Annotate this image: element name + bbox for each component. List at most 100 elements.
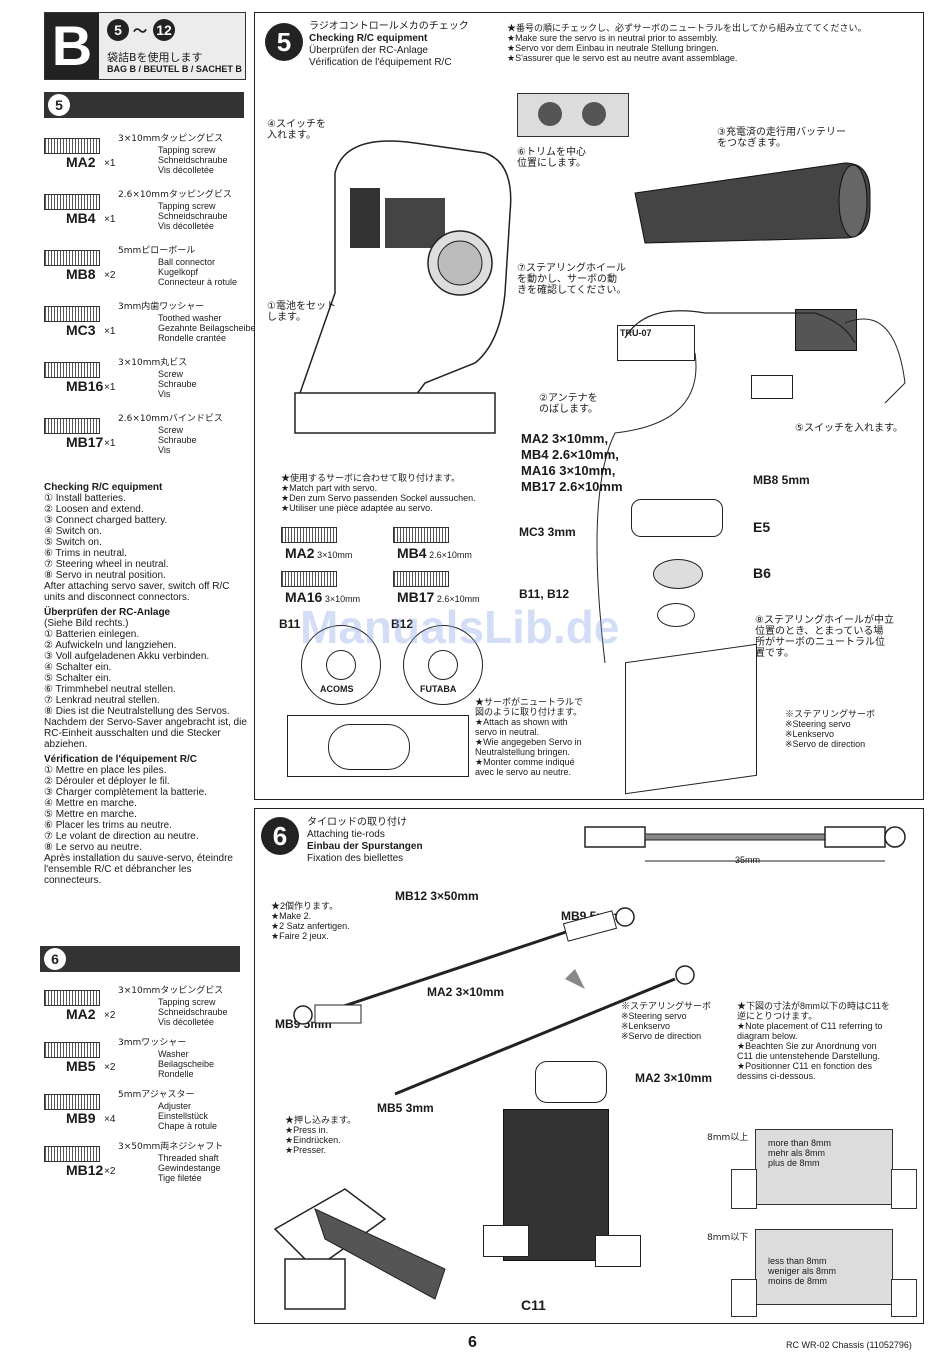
tie-rod-assembly-drawing [293, 907, 695, 1096]
screw-option-label: MB17 2.6×10mm [397, 589, 480, 607]
checklist-fr-item: ⑥ Placer les trims au neutre. [44, 820, 172, 831]
battery-pack-drawing [634, 162, 871, 244]
step5-part-icon [44, 418, 100, 434]
step6-part-fr: Vis décolletée [158, 1017, 214, 1027]
step6-part-de: Gewindestange [158, 1163, 221, 1173]
step5-part-qty: ×1 [104, 326, 116, 337]
checklist-de-item: ④ Schalter ein. [44, 662, 112, 673]
checklist-fr-title: Vérification de l'équipement R/C [44, 754, 197, 765]
callout-3: ③充電済の走行用バッテリー をつなぎます。 [717, 127, 846, 149]
range-from-badge: 5 [107, 19, 129, 41]
b11-b12-part [657, 603, 695, 627]
step5-part-qty: ×1 [104, 438, 116, 449]
step6-part-icon [44, 990, 100, 1006]
brand-futaba: FUTABA [420, 684, 457, 694]
servo-top-view [287, 715, 469, 777]
step6-part-qty: ×2 [104, 1062, 116, 1073]
checklist-fr-item: ④ Mettre en marche. [44, 798, 137, 809]
above-block-right [891, 1169, 917, 1209]
step6-part-code: MB9 [66, 1110, 96, 1126]
step5-part-code: MB17 [66, 434, 104, 450]
checklist-en-item: ② Loosen and extend. [44, 504, 144, 515]
checklist-fr-item: ③ Charger complètement la batterie. [44, 787, 207, 798]
step5-part-jp: 3mm内歯ワッシャー [118, 302, 205, 312]
match-note: ★Match part with servo. [281, 483, 378, 493]
checklist-de-item: ⑦ Lenkrad neutral stellen. [44, 695, 160, 706]
neutral-note: ★Wie angegeben Servo in [475, 737, 582, 747]
step5-part-fr: Vis [158, 389, 171, 399]
checklist-de-item: ③ Voll aufgeladenen Akku verbinden. [44, 651, 210, 662]
b11-hub [326, 650, 356, 680]
b11-label: B11 [279, 617, 301, 631]
step6-servo-label: ※Servo de direction [621, 1031, 702, 1041]
b11-disc: ACOMS [301, 625, 381, 705]
step5-part-fr: Connecteur à rotule [158, 277, 238, 287]
checklist-en-item: ① Install batteries. [44, 493, 126, 504]
below-8mm-label: 8mm以下 [707, 1233, 749, 1243]
screw-option-label: MA2 3×10mm [285, 545, 352, 563]
transmitter-drawing [294, 140, 512, 434]
press-notes: ★押し込みます。★Press in.★Eindrücken.★Presser. [285, 1115, 356, 1155]
b12-hub [428, 650, 458, 680]
step5-part-code: MB16 [66, 378, 104, 394]
b11-b12-label: B11, B12 [519, 587, 570, 601]
step6-part-de: Einstellstück [158, 1111, 209, 1121]
b12-disc: FUTABA [403, 625, 483, 705]
screw-option-icon [281, 527, 337, 543]
c11-block-left [483, 1225, 529, 1257]
mc3-label: MC3 3mm [519, 525, 576, 539]
checklist-en-item: ⑤ Switch on. [44, 537, 102, 548]
step5-part-en: Toothed washer [158, 313, 222, 323]
checklist-en-item: ⑥ Trims in neutral. [44, 548, 127, 559]
screw-option-label: MB4 2.6×10mm [397, 545, 472, 563]
screw-option-icon [393, 527, 449, 543]
checklist-en-item: ⑧ Servo in neutral position. [44, 570, 166, 581]
step6-part-en: Threaded shaft [158, 1153, 219, 1163]
step6-part-fr: Rondelle [158, 1069, 194, 1079]
make-two-note: ★2 Satz anfertigen. [271, 921, 350, 931]
step6-number: 6 [261, 817, 299, 855]
wires-drawing [596, 310, 906, 663]
checklist-fr-item: ② Dérouler et déployer le fil. [44, 776, 170, 787]
step6-part-jp: 3×50mm両ネジシャフト [118, 1142, 224, 1152]
screw-option-size: 3×10mm [314, 550, 353, 560]
screw-option-icon [393, 571, 449, 587]
b6-label: B6 [753, 565, 771, 581]
step6-servo-label: ※Lenkservo [621, 1021, 671, 1031]
step5-part-de: Kugelkopf [158, 267, 199, 277]
step5-part-icon [44, 306, 100, 322]
servo-screw-item: MB4 2.6×10mm, [521, 447, 619, 462]
step6-part-qty: ×2 [104, 1166, 116, 1177]
step5-part-jp: 3×10mm丸ビス [118, 358, 188, 368]
b12-label: B12 [391, 617, 414, 631]
servo-label: ※Lenkservo [785, 729, 835, 739]
c11-note: dessins ci-dessous. [737, 1071, 816, 1081]
checklist-en-item: ⑦ Steering wheel in neutral. [44, 559, 169, 570]
c11-note: 逆にとりつけます。 [737, 1011, 818, 1021]
step5-part-jp: 3×10mmタッピングビス [118, 134, 224, 144]
bag-jp-label: 袋詰Bを使用します [107, 51, 203, 64]
step5-part-qty: ×1 [104, 158, 116, 169]
checklist-de-item: ⑧ Dies ist die Neutralstellung des Servo… [44, 706, 230, 717]
callout-4: ④スイッチを 入れます。 [267, 119, 326, 141]
e5-label: E5 [753, 519, 771, 535]
neutral-note: avec le servo au neutre. [475, 767, 572, 777]
checklist-en-item: ③ Connect charged battery. [44, 515, 168, 526]
neutral-note: ★Monter comme indiqué [475, 757, 575, 767]
step6-part-en: Tapping screw [158, 997, 216, 1007]
checklist-fr-items: ① Mettre en place les piles.② Dérouler e… [44, 765, 249, 853]
above-8mm-label: 8mm以上 [707, 1133, 749, 1143]
step5-part-en: Screw [158, 425, 184, 435]
c11-label: C11 [521, 1297, 546, 1313]
step6-servo-label: ※ステアリングサーボ [621, 1001, 712, 1011]
step6-servo-saver [535, 1061, 607, 1103]
screw-option-code: MA16 [285, 589, 323, 605]
checklist-en-after: After attaching servo saver, switch off … [44, 581, 230, 603]
step5-part-qty: ×1 [104, 382, 116, 393]
step5-part-de: Schneidschraube [158, 155, 228, 165]
screw-option-size: 2.6×10mm [426, 550, 472, 560]
less-than-8mm-line: less than 8mm [768, 1256, 827, 1266]
step5-title-en: Checking R/C equipment [309, 33, 428, 44]
step5-part-code: MA2 [66, 154, 96, 170]
